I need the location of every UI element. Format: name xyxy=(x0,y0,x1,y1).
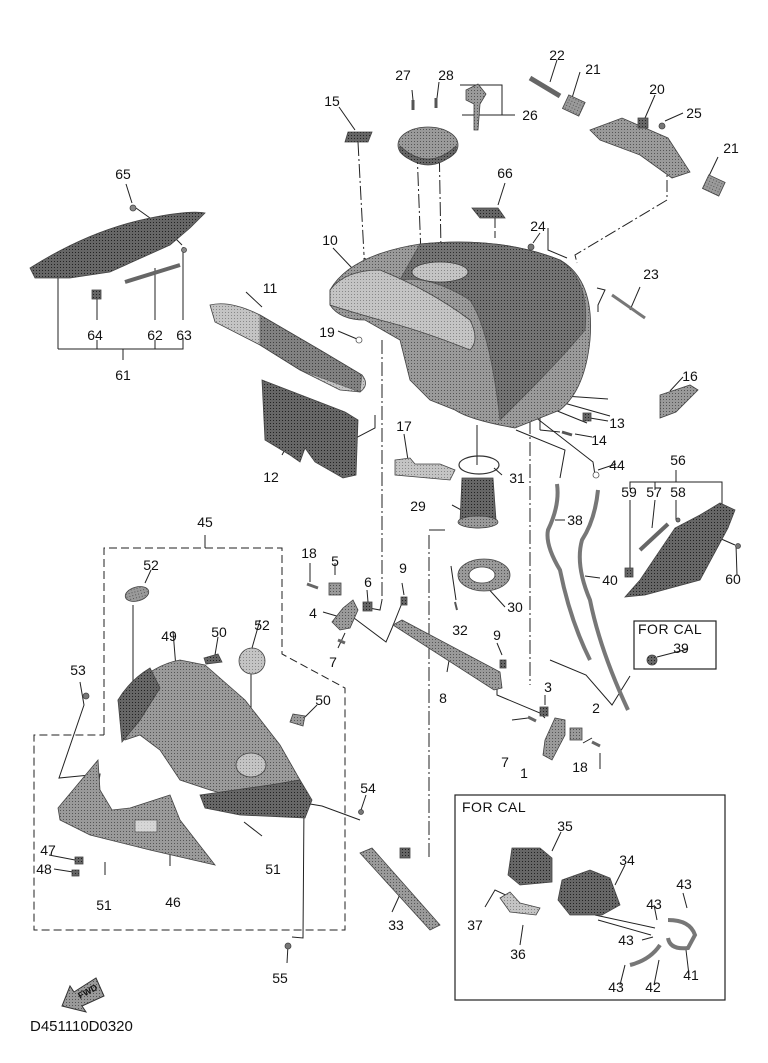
callout-37: 37 xyxy=(467,917,483,933)
callout-2: 2 xyxy=(592,700,600,716)
callout-54: 54 xyxy=(360,780,376,796)
callout-66: 66 xyxy=(497,165,513,181)
callout-46: 46 xyxy=(165,894,181,910)
callout-43: 43 xyxy=(618,932,634,948)
callout-51: 51 xyxy=(96,897,112,913)
callout-9: 9 xyxy=(493,627,501,643)
callout-19: 19 xyxy=(319,324,335,340)
callout-17: 17 xyxy=(396,418,412,434)
callout-28: 28 xyxy=(438,67,454,83)
callout-48: 48 xyxy=(36,861,52,877)
callout-35: 35 xyxy=(557,818,573,834)
callout-24: 24 xyxy=(530,218,546,234)
callout-39: 39 xyxy=(673,640,689,656)
callout-1: 1 xyxy=(520,765,528,781)
callout-32: 32 xyxy=(452,622,468,638)
callout-8: 8 xyxy=(439,690,447,706)
fwd-arrow-icon: FWD xyxy=(61,977,105,1013)
callout-10: 10 xyxy=(322,232,338,248)
callout-43: 43 xyxy=(608,979,624,995)
callout-50: 50 xyxy=(315,692,331,708)
callout-18: 18 xyxy=(572,759,588,775)
callout-34: 34 xyxy=(619,852,635,868)
callout-20: 20 xyxy=(649,81,665,97)
callout-43: 43 xyxy=(646,896,662,912)
callout-44: 44 xyxy=(609,457,625,473)
callout-40: 40 xyxy=(602,572,618,588)
callout-47: 47 xyxy=(40,842,56,858)
callout-33: 33 xyxy=(388,917,404,933)
callout-64: 64 xyxy=(87,327,103,343)
callout-38: 38 xyxy=(567,512,583,528)
callout-41: 41 xyxy=(683,967,699,983)
callout-23: 23 xyxy=(643,266,659,282)
callout-6: 6 xyxy=(364,574,372,590)
callout-15: 15 xyxy=(324,93,340,109)
callout-7: 7 xyxy=(329,654,337,670)
callout-16: 16 xyxy=(682,368,698,384)
callout-53: 53 xyxy=(70,662,86,678)
callout-45: 45 xyxy=(197,514,213,530)
callout-43: 43 xyxy=(676,876,692,892)
callout-18: 18 xyxy=(301,545,317,561)
callout-22: 22 xyxy=(549,47,565,63)
callout-62: 62 xyxy=(147,327,163,343)
callout-11: 11 xyxy=(262,280,278,296)
callout-26: 26 xyxy=(522,107,538,123)
callout-55: 55 xyxy=(272,970,288,986)
callout-65: 65 xyxy=(115,166,131,182)
callout-5: 5 xyxy=(331,553,339,569)
callout-7: 7 xyxy=(501,754,509,770)
callout-36: 36 xyxy=(510,946,526,962)
part-shapes xyxy=(29,75,741,967)
callout-4: 4 xyxy=(309,605,317,621)
callout-63: 63 xyxy=(176,327,192,343)
callout-52: 52 xyxy=(143,557,159,573)
callout-60: 60 xyxy=(725,571,741,587)
callout-51: 51 xyxy=(265,861,281,877)
callout-52: 52 xyxy=(254,617,270,633)
callout-21: 21 xyxy=(585,61,601,77)
callout-59: 59 xyxy=(621,484,637,500)
callout-29: 29 xyxy=(410,498,426,514)
callout-49: 49 xyxy=(161,628,177,644)
callout-14: 14 xyxy=(591,432,607,448)
callout-9: 9 xyxy=(399,560,407,576)
drawing-code: D451110D0320 xyxy=(30,1018,133,1035)
callout-42: 42 xyxy=(645,979,661,995)
callout-12: 12 xyxy=(263,469,279,485)
for-cal-label-small: FOR CAL xyxy=(638,621,703,637)
callout-25: 25 xyxy=(686,105,702,121)
for-cal-label-large: FOR CAL xyxy=(462,799,527,815)
callout-21: 21 xyxy=(723,140,739,156)
for-cal-inset-box-large xyxy=(454,794,726,1001)
callout-13: 13 xyxy=(609,415,625,431)
for-cal-inset-box-small xyxy=(633,620,717,670)
callout-58: 58 xyxy=(670,484,686,500)
callout-50: 50 xyxy=(211,624,227,640)
callout-56: 56 xyxy=(670,452,686,468)
callout-61: 61 xyxy=(115,367,131,383)
callout-3: 3 xyxy=(544,679,552,695)
callout-57: 57 xyxy=(646,484,662,500)
callout-27: 27 xyxy=(395,67,411,83)
callout-31: 31 xyxy=(509,470,525,486)
callout-30: 30 xyxy=(507,599,523,615)
